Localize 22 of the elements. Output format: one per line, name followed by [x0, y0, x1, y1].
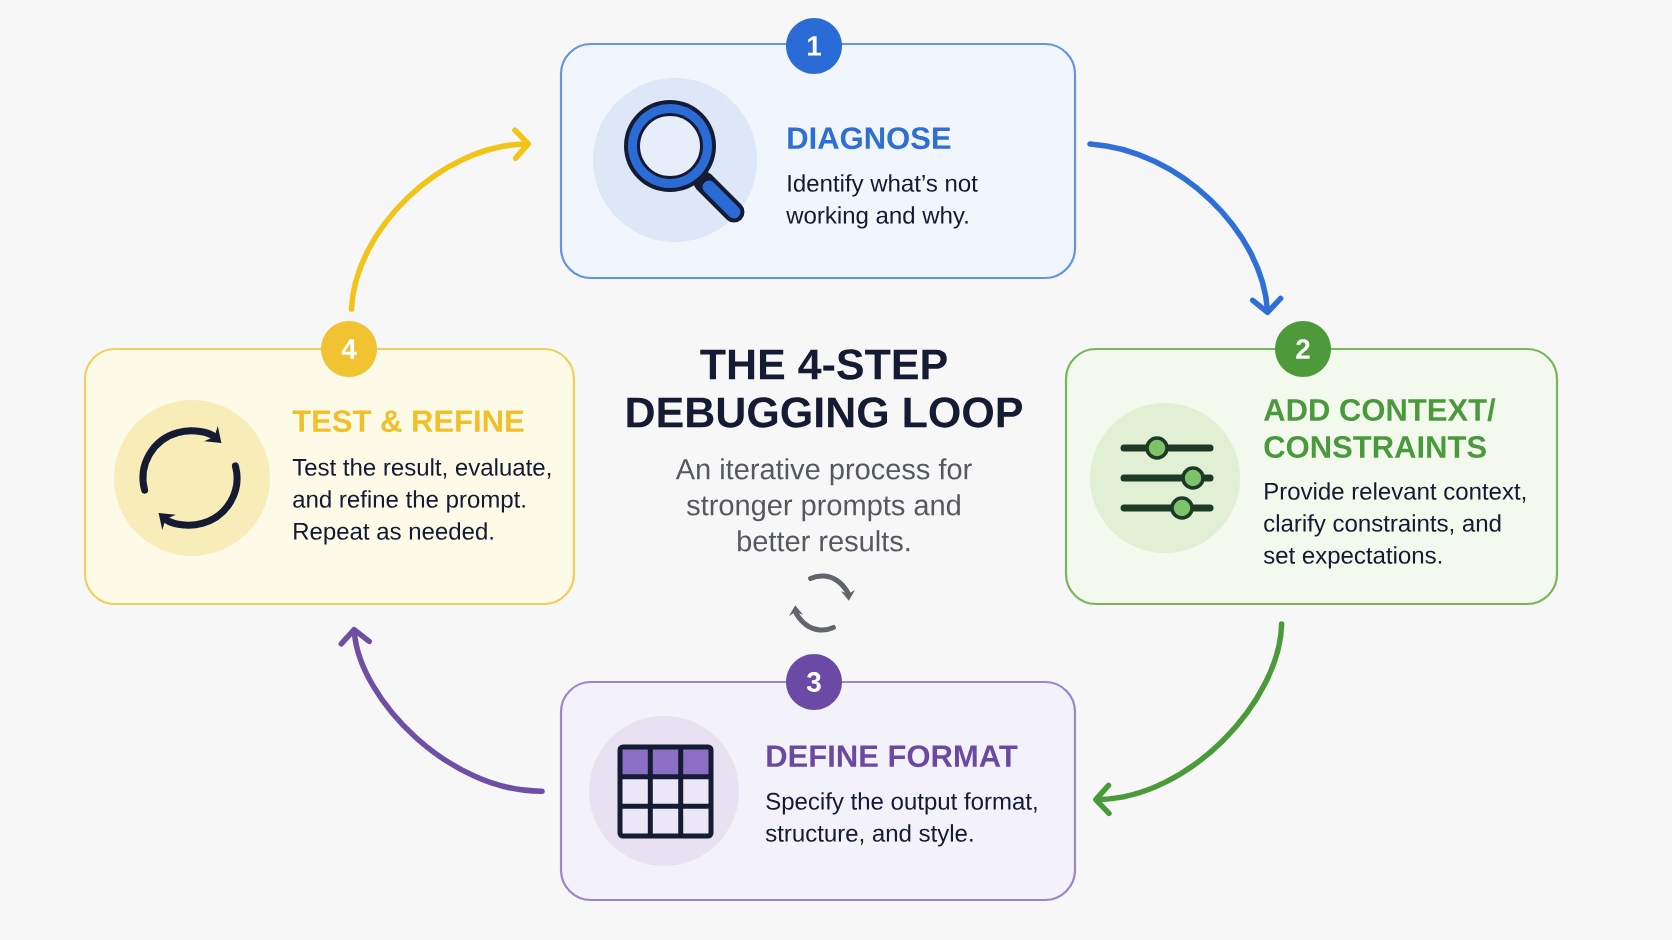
step-heading: TEST & REFINE — [292, 410, 524, 433]
step-heading: DIAGNOSE — [788, 127, 951, 150]
curved-arrow — [1087, 141, 1284, 316]
step-card — [1064, 321, 1559, 606]
number-badge: 1 — [786, 18, 842, 74]
step-description: Provide relevant context, clarify constraints, and set expectations. — [1263, 482, 1526, 569]
curved-arrow — [1093, 621, 1285, 817]
step-description: Test the result, evaluate, and refine the prompt. Repeat as needed. — [292, 458, 551, 545]
number-badge: 3 — [786, 654, 842, 710]
step-card — [559, 654, 1077, 902]
curved-arrow — [348, 127, 531, 312]
step-description: Specify the output format, structure, and style. — [765, 792, 1037, 847]
step-card — [83, 321, 576, 606]
step-description: Identify what’s not working and why. — [786, 174, 978, 229]
number-badge: 4 — [321, 321, 377, 377]
number-badge: 2 — [1275, 321, 1331, 377]
step-card — [559, 18, 1077, 280]
step-heading: ADD CONTEXT/ CONSTRAINTS — [1264, 398, 1496, 458]
step-heading: DEFINE FORMAT — [767, 745, 1018, 768]
title: THE 4-STEP DEBUGGING LOOP — [627, 349, 1022, 428]
subtitle: An iterative process for stronger prompts and better results. — [675, 458, 972, 552]
curved-arrow — [338, 626, 545, 794]
